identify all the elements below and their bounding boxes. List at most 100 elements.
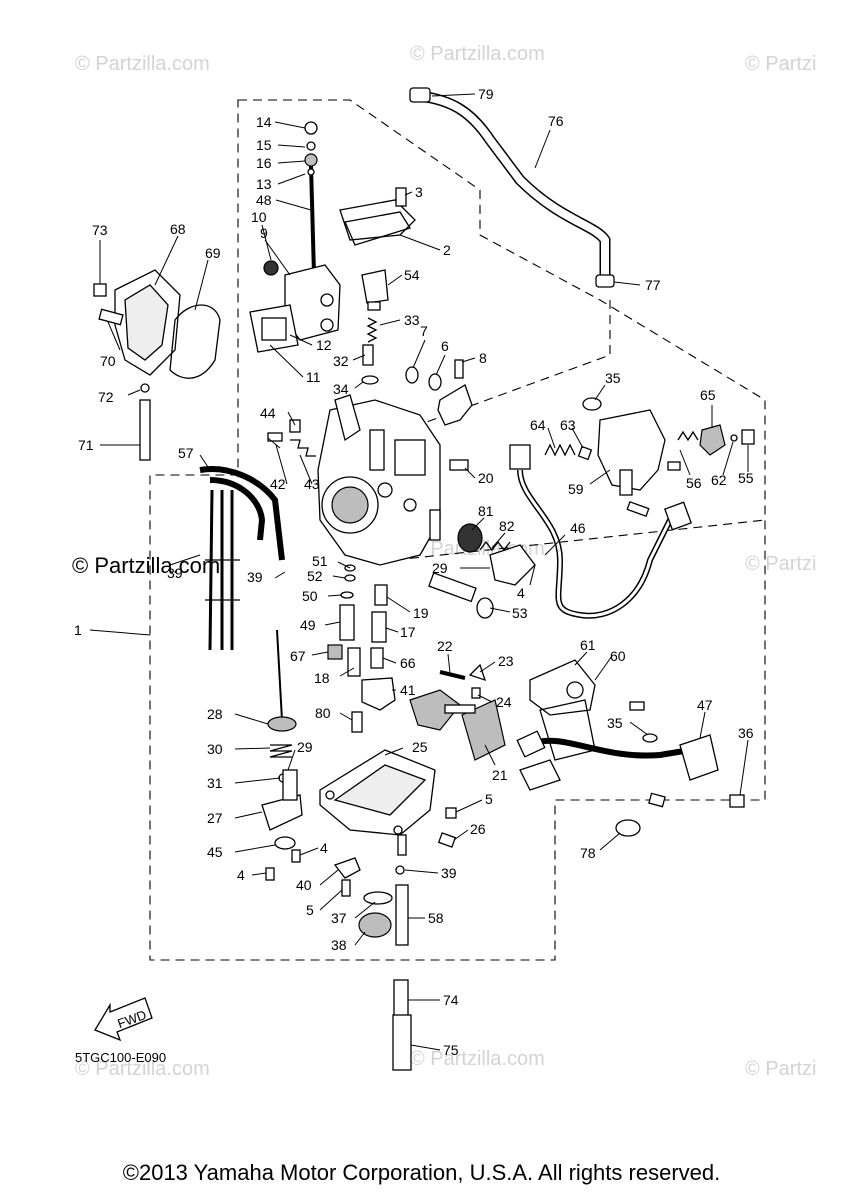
oring-35 xyxy=(582,397,602,411)
callout: 55 xyxy=(738,470,754,486)
callout: 21 xyxy=(492,767,508,783)
callout: 69 xyxy=(205,245,221,261)
spring-33 xyxy=(366,317,378,343)
float-21 xyxy=(409,689,461,731)
screw-5 xyxy=(445,807,457,819)
callout: 26 xyxy=(470,821,486,837)
callout: 63 xyxy=(560,417,576,433)
callout: 65 xyxy=(700,387,716,403)
callout: 48 xyxy=(256,192,272,208)
callout: 80 xyxy=(315,705,331,721)
callout: 32 xyxy=(333,353,349,369)
callout: 3 xyxy=(415,184,423,200)
jet-66 xyxy=(370,647,384,669)
callout: 53 xyxy=(512,605,528,621)
callout: 19 xyxy=(413,605,429,621)
callout: 79 xyxy=(478,86,494,102)
washer-6 xyxy=(428,373,442,391)
callout: 39 xyxy=(167,565,183,581)
callout: 41 xyxy=(400,682,416,698)
callout: 74 xyxy=(443,992,459,1008)
callout: 58 xyxy=(428,910,444,926)
callout: 52 xyxy=(307,568,323,584)
fitting-20 xyxy=(449,459,469,471)
part-23 xyxy=(468,663,487,682)
plunger-53 xyxy=(428,572,477,603)
callout: 47 xyxy=(697,697,713,713)
part-62 xyxy=(730,434,738,442)
callout: 22 xyxy=(437,638,453,654)
watermark: © Partzi xyxy=(745,553,816,575)
callout: 2 xyxy=(443,242,451,258)
callout-labels: 79 76 77 3 2 14 15 16 13 48 10 9 12 11 5… xyxy=(74,86,754,1058)
callout: 11 xyxy=(306,369,321,385)
cover-2 xyxy=(339,199,416,241)
oring-34 xyxy=(361,375,379,385)
callout: 13 xyxy=(256,176,272,192)
callout: 73 xyxy=(92,222,108,238)
watermark: © Partzilla.com xyxy=(410,43,545,65)
washer-50 xyxy=(340,591,354,599)
callout: 77 xyxy=(645,277,661,293)
bolt-73 xyxy=(93,283,107,297)
callout: 8 xyxy=(479,350,487,366)
callout: 36 xyxy=(738,725,754,741)
callout: 42 xyxy=(270,476,286,492)
callout: 29 xyxy=(432,560,448,576)
callout: 14 xyxy=(256,114,272,130)
callout: 70 xyxy=(100,353,116,369)
cover-29 xyxy=(489,544,536,586)
watermark: © Partzi xyxy=(745,53,816,75)
seal-10 xyxy=(263,260,279,276)
knob-65 xyxy=(699,424,726,456)
clip-45 xyxy=(274,836,296,850)
callout: 30 xyxy=(207,741,223,757)
callout: 61 xyxy=(580,637,596,653)
cap-14 xyxy=(304,121,318,135)
callout: 57 xyxy=(178,445,194,461)
callout: 67 xyxy=(290,648,306,664)
spring-43 xyxy=(290,439,316,457)
callout: 39 xyxy=(441,865,457,881)
callout: 38 xyxy=(331,937,347,953)
callout: 46 xyxy=(570,520,586,536)
watermark: © Partzilla.com xyxy=(410,1048,545,1070)
callout: 81 xyxy=(478,503,494,519)
part-67 xyxy=(327,644,343,660)
bolt-36 xyxy=(729,794,745,808)
callout: 60 xyxy=(610,648,626,664)
sub-boundary xyxy=(349,300,611,451)
callout: 34 xyxy=(333,381,349,397)
callout: 37 xyxy=(331,910,347,926)
callout: 43 xyxy=(304,476,320,492)
spring-64 xyxy=(544,443,576,457)
callout: 59 xyxy=(568,481,584,497)
clamp-78 xyxy=(615,819,641,837)
callout: 72 xyxy=(98,389,114,405)
callout: 75 xyxy=(443,1042,459,1058)
gasket-69 xyxy=(169,304,221,379)
callout: 27 xyxy=(207,810,223,826)
screw-3 xyxy=(395,187,407,207)
oring-35b xyxy=(642,733,658,743)
copyright-notice: ©2013 Yamaha Motor Corporation, U.S.A. A… xyxy=(122,1160,721,1185)
callout: 31 xyxy=(207,775,223,791)
leader-lines xyxy=(89,93,749,1051)
callout: 10 xyxy=(251,209,267,225)
callout: 64 xyxy=(530,417,546,433)
hose-75 xyxy=(392,1014,412,1071)
part-19 xyxy=(374,584,388,606)
callout: 6 xyxy=(441,338,449,354)
hose-fitting-79 xyxy=(409,87,431,103)
callout: 4 xyxy=(237,867,245,883)
part-41 xyxy=(361,677,396,711)
callout: 20 xyxy=(478,470,494,486)
hose-57 xyxy=(199,466,285,561)
hose-clamp-77 xyxy=(595,274,615,288)
spring-56 xyxy=(677,430,699,442)
callout: 5 xyxy=(306,902,314,918)
clip-72 xyxy=(140,383,150,393)
callout: 23 xyxy=(498,653,514,669)
screw-26 xyxy=(437,832,457,848)
seal-81 xyxy=(457,523,483,553)
